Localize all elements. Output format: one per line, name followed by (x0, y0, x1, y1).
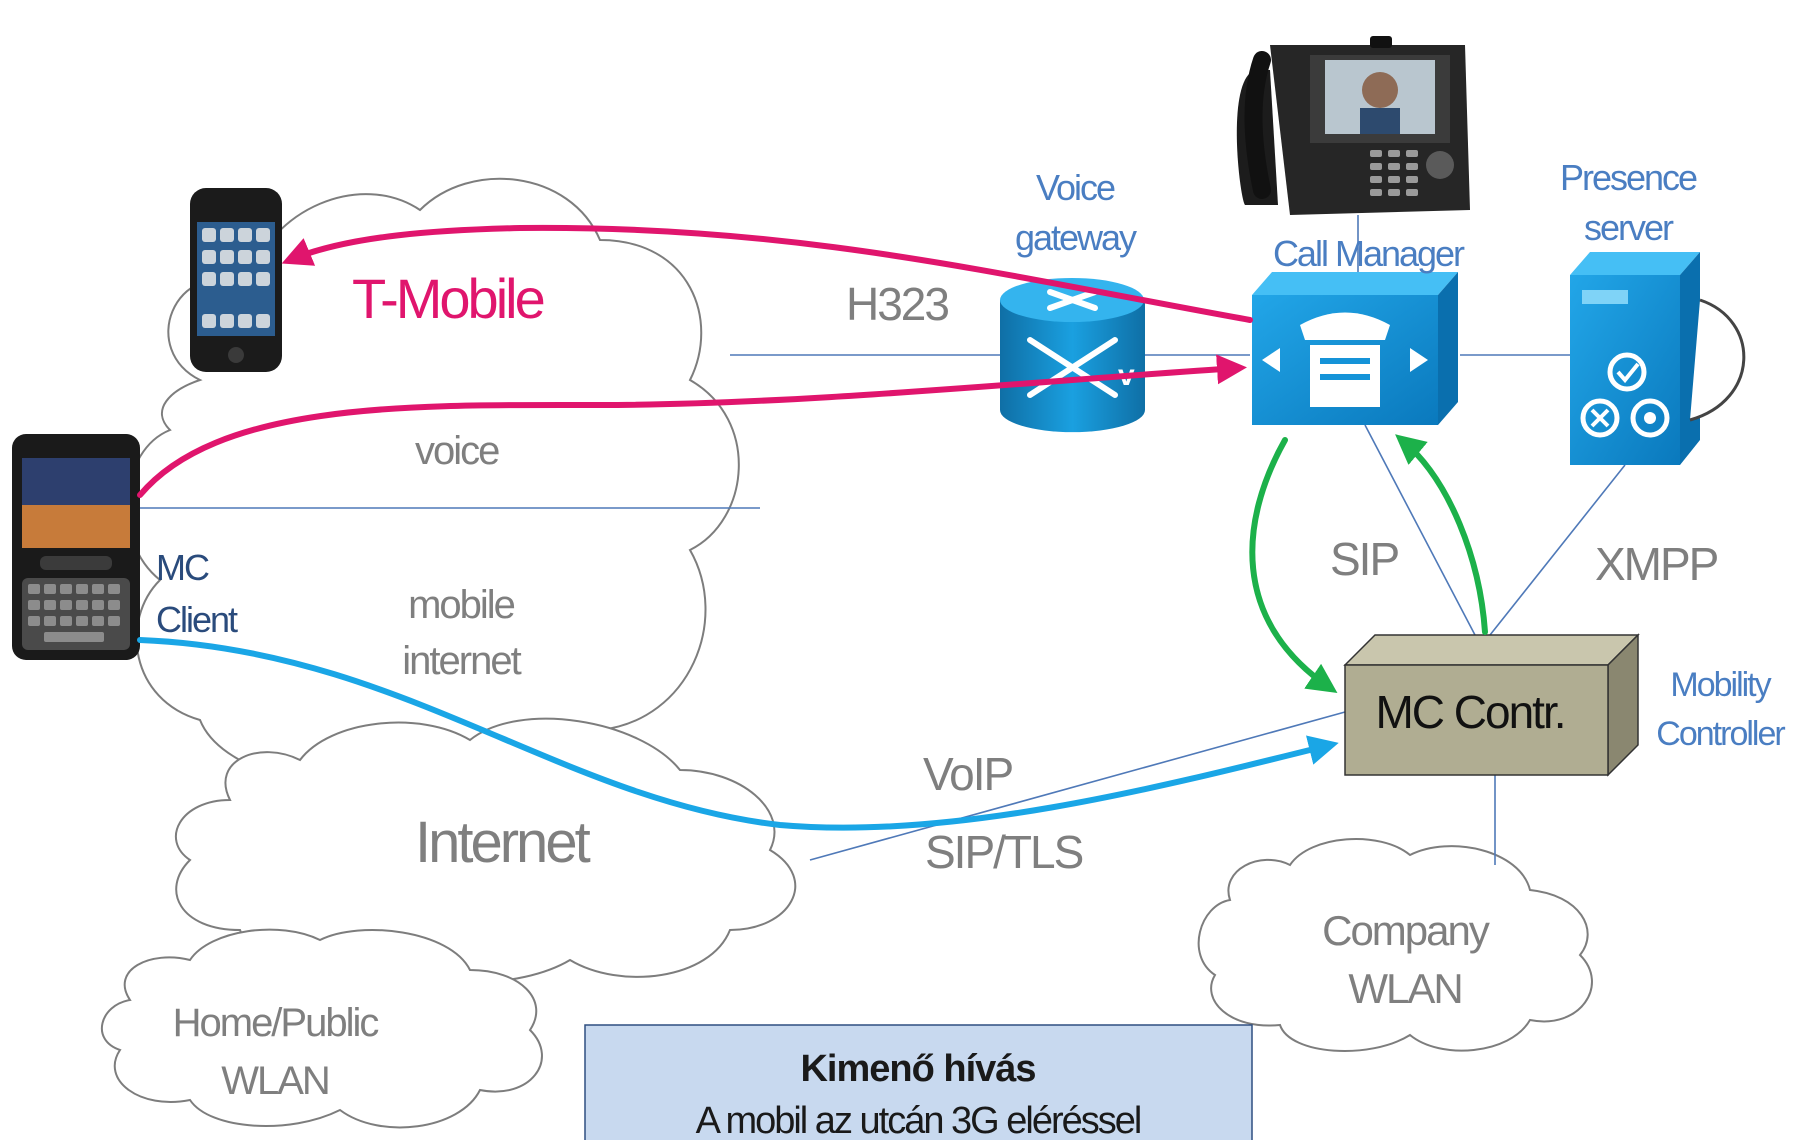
mc-client-label-line-1: MC (156, 547, 209, 588)
xmpp-label: XMPP (1595, 538, 1718, 590)
ip-phone-icon (1236, 36, 1470, 215)
home-wlan-label-line-1: Home/Public (173, 1001, 379, 1045)
iphone-icon (190, 188, 282, 372)
presence-server-label-line-1: Presence (1560, 157, 1697, 198)
voice-label: voice (415, 429, 499, 473)
home-wlan-label-line-2: WLAN (221, 1059, 329, 1103)
internet-label: Internet (415, 810, 591, 875)
presence-server-icon (1570, 252, 1746, 465)
sip-tls-label: SIP/TLS (925, 826, 1083, 878)
mc-client-label-line-2: Client (156, 599, 238, 640)
blackberry-icon (12, 434, 140, 660)
caption-subtitle: A mobil az utcán 3G eléréssel (696, 1100, 1141, 1140)
sip-green-down-arrow (1249, 437, 1338, 694)
mc-controller-box (1343, 633, 1640, 777)
voice-gateway-label-line-2: gateway (1015, 217, 1137, 258)
caption-box (584, 1024, 1253, 1140)
voice-gateway-label-line-1: Voice (1036, 167, 1115, 208)
company-wlan-cloud (1197, 838, 1593, 1052)
mobile-internet-label-line-1: mobile (408, 583, 515, 627)
tmobile-call-arrow (281, 224, 1253, 323)
home-wlan-cloud (100, 928, 543, 1129)
sip-tls-link (809, 711, 1346, 861)
mobile-internet-label-line-2: internet (402, 639, 521, 683)
presence-server-label-line-2: server (1584, 207, 1674, 248)
h323-label: H323 (846, 278, 948, 330)
caption-title: Kimenő hívás (800, 1048, 1035, 1090)
company-wlan-label-line-2: WLAN (1348, 965, 1461, 1012)
mobility-controller-label-line-1: Mobility (1670, 666, 1771, 704)
voip-label: VoIP (923, 748, 1013, 800)
voip-blue-arrow (137, 637, 1339, 831)
call-manager-icon (1252, 272, 1458, 425)
tmobile-label: T-Mobile (352, 267, 544, 330)
xmpp-link (1489, 464, 1626, 636)
mc-controller-label: MC Contr. (1375, 686, 1564, 738)
internet-cloud (174, 717, 797, 984)
sip-link (1364, 424, 1476, 636)
sip-label: SIP (1330, 533, 1398, 585)
voice-arrow (137, 354, 1247, 498)
call-manager-label: Call Manager (1273, 233, 1465, 274)
flows (137, 224, 1488, 831)
company-wlan-label-line-1: Company (1322, 907, 1490, 954)
sip-green-up-arrow (1395, 434, 1488, 635)
mobility-controller-label-line-2: Controller (1656, 715, 1785, 753)
voice-gateway-router-icon: v (1000, 278, 1145, 433)
